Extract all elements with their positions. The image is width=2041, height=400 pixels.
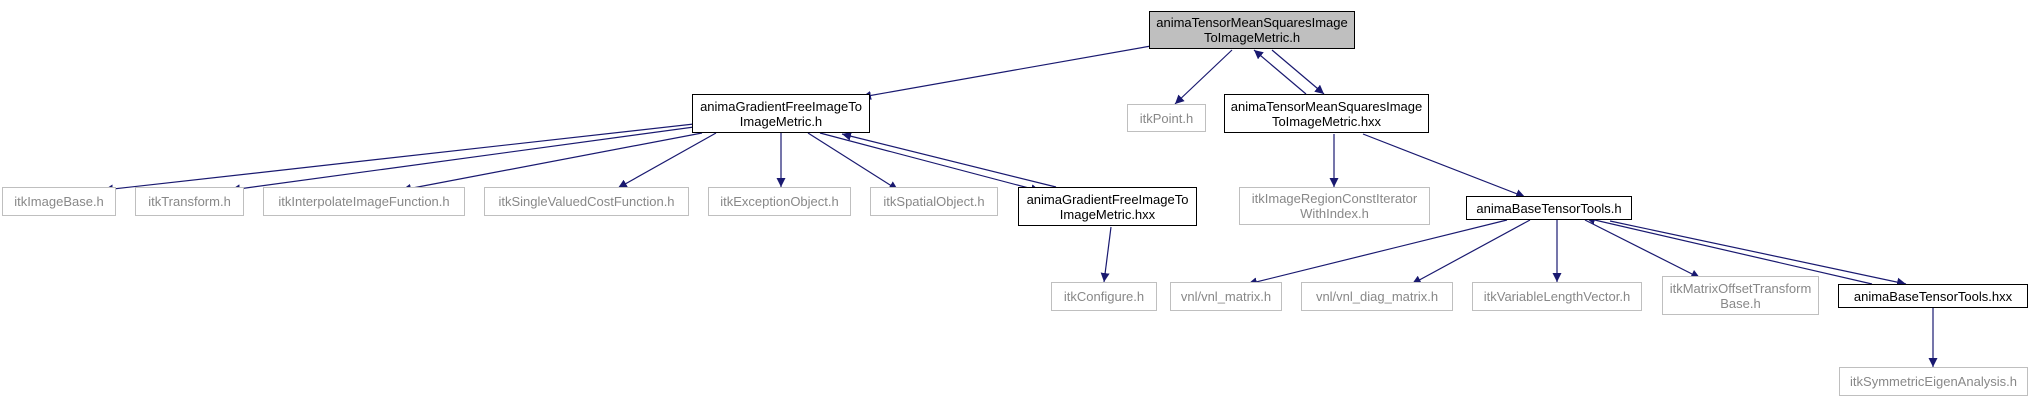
node-interp: itkInterpolateImageFunction.h: [263, 187, 465, 216]
edge-tensor-hxx-to-root: [1253, 49, 1307, 95]
node-imagebase: itkImageBase.h: [2, 187, 116, 216]
edge-gradient-h-to-imagebase: [103, 123, 695, 194]
node-exception: itkExceptionObject.h: [708, 187, 851, 216]
edge-basetensor-h-to-vnlmatrix: [1247, 219, 1508, 287]
edge-root-to-itkpoint: [1174, 49, 1233, 105]
edge-layer: [103, 45, 1938, 367]
edge-basetensor-h-to-basetensor-hxx: [1609, 220, 1907, 287]
node-itkpoint: itkPoint.h: [1127, 104, 1206, 132]
edge-gradient-hxx-to-gradient-h: [841, 131, 1057, 188]
node-basetensor-hxx[interactable]: animaBaseTensorTools.hxx: [1838, 284, 2028, 308]
edge-basetensor-hxx-to-basetensor-h: [1585, 215, 1873, 285]
edge-tensor-hxx-to-basetensor-h: [1362, 133, 1526, 198]
node-matoffset: itkMatrixOffsetTransform Base.h: [1662, 276, 1819, 315]
edge-gradient-h-to-gradient-hxx: [819, 132, 1041, 194]
node-vnlmatrix: vnl/vnl_matrix.h: [1170, 282, 1282, 311]
node-transform: itkTransform.h: [135, 187, 244, 216]
edge-gradient-hxx-to-configure: [1100, 226, 1112, 283]
node-symeigen: itkSymmetricEigenAnalysis.h: [1839, 367, 2028, 396]
node-varlen: itkVariableLengthVector.h: [1472, 282, 1642, 311]
node-gradient-hxx[interactable]: animaGradientFreeImageTo ImageMetric.hxx: [1018, 187, 1197, 226]
edge-gradient-h-to-transform: [230, 126, 695, 194]
node-singlecost: itkSingleValuedCostFunction.h: [484, 187, 689, 216]
edge-gradient-h-to-spatial: [807, 132, 899, 191]
edge-root-to-tensor-hxx: [1271, 49, 1325, 95]
edge-root-to-gradient-h: [861, 45, 1152, 100]
edge-basetensor-h-to-vnldiag: [1411, 219, 1531, 285]
node-configure: itkConfigure.h: [1051, 282, 1157, 311]
node-spatial: itkSpatialObject.h: [870, 187, 998, 216]
node-gradient-h[interactable]: animaGradientFreeImageTo ImageMetric.h: [692, 94, 870, 133]
node-tensor-hxx[interactable]: animaTensorMeanSquaresImage ToImageMetri…: [1224, 94, 1429, 133]
edge-basetensor-h-to-matoffset: [1584, 219, 1701, 279]
node-regioniter: itkImageRegionConstIterator WithIndex.h: [1239, 187, 1430, 225]
edge-gradient-h-to-interp: [401, 132, 703, 193]
edge-gradient-h-to-singlecost: [617, 132, 717, 189]
node-vnldiag: vnl/vnl_diag_matrix.h: [1301, 282, 1453, 311]
node-root: animaTensorMeanSquaresImage ToImageMetri…: [1149, 11, 1355, 49]
node-basetensor-h[interactable]: animaBaseTensorTools.h: [1466, 196, 1632, 220]
